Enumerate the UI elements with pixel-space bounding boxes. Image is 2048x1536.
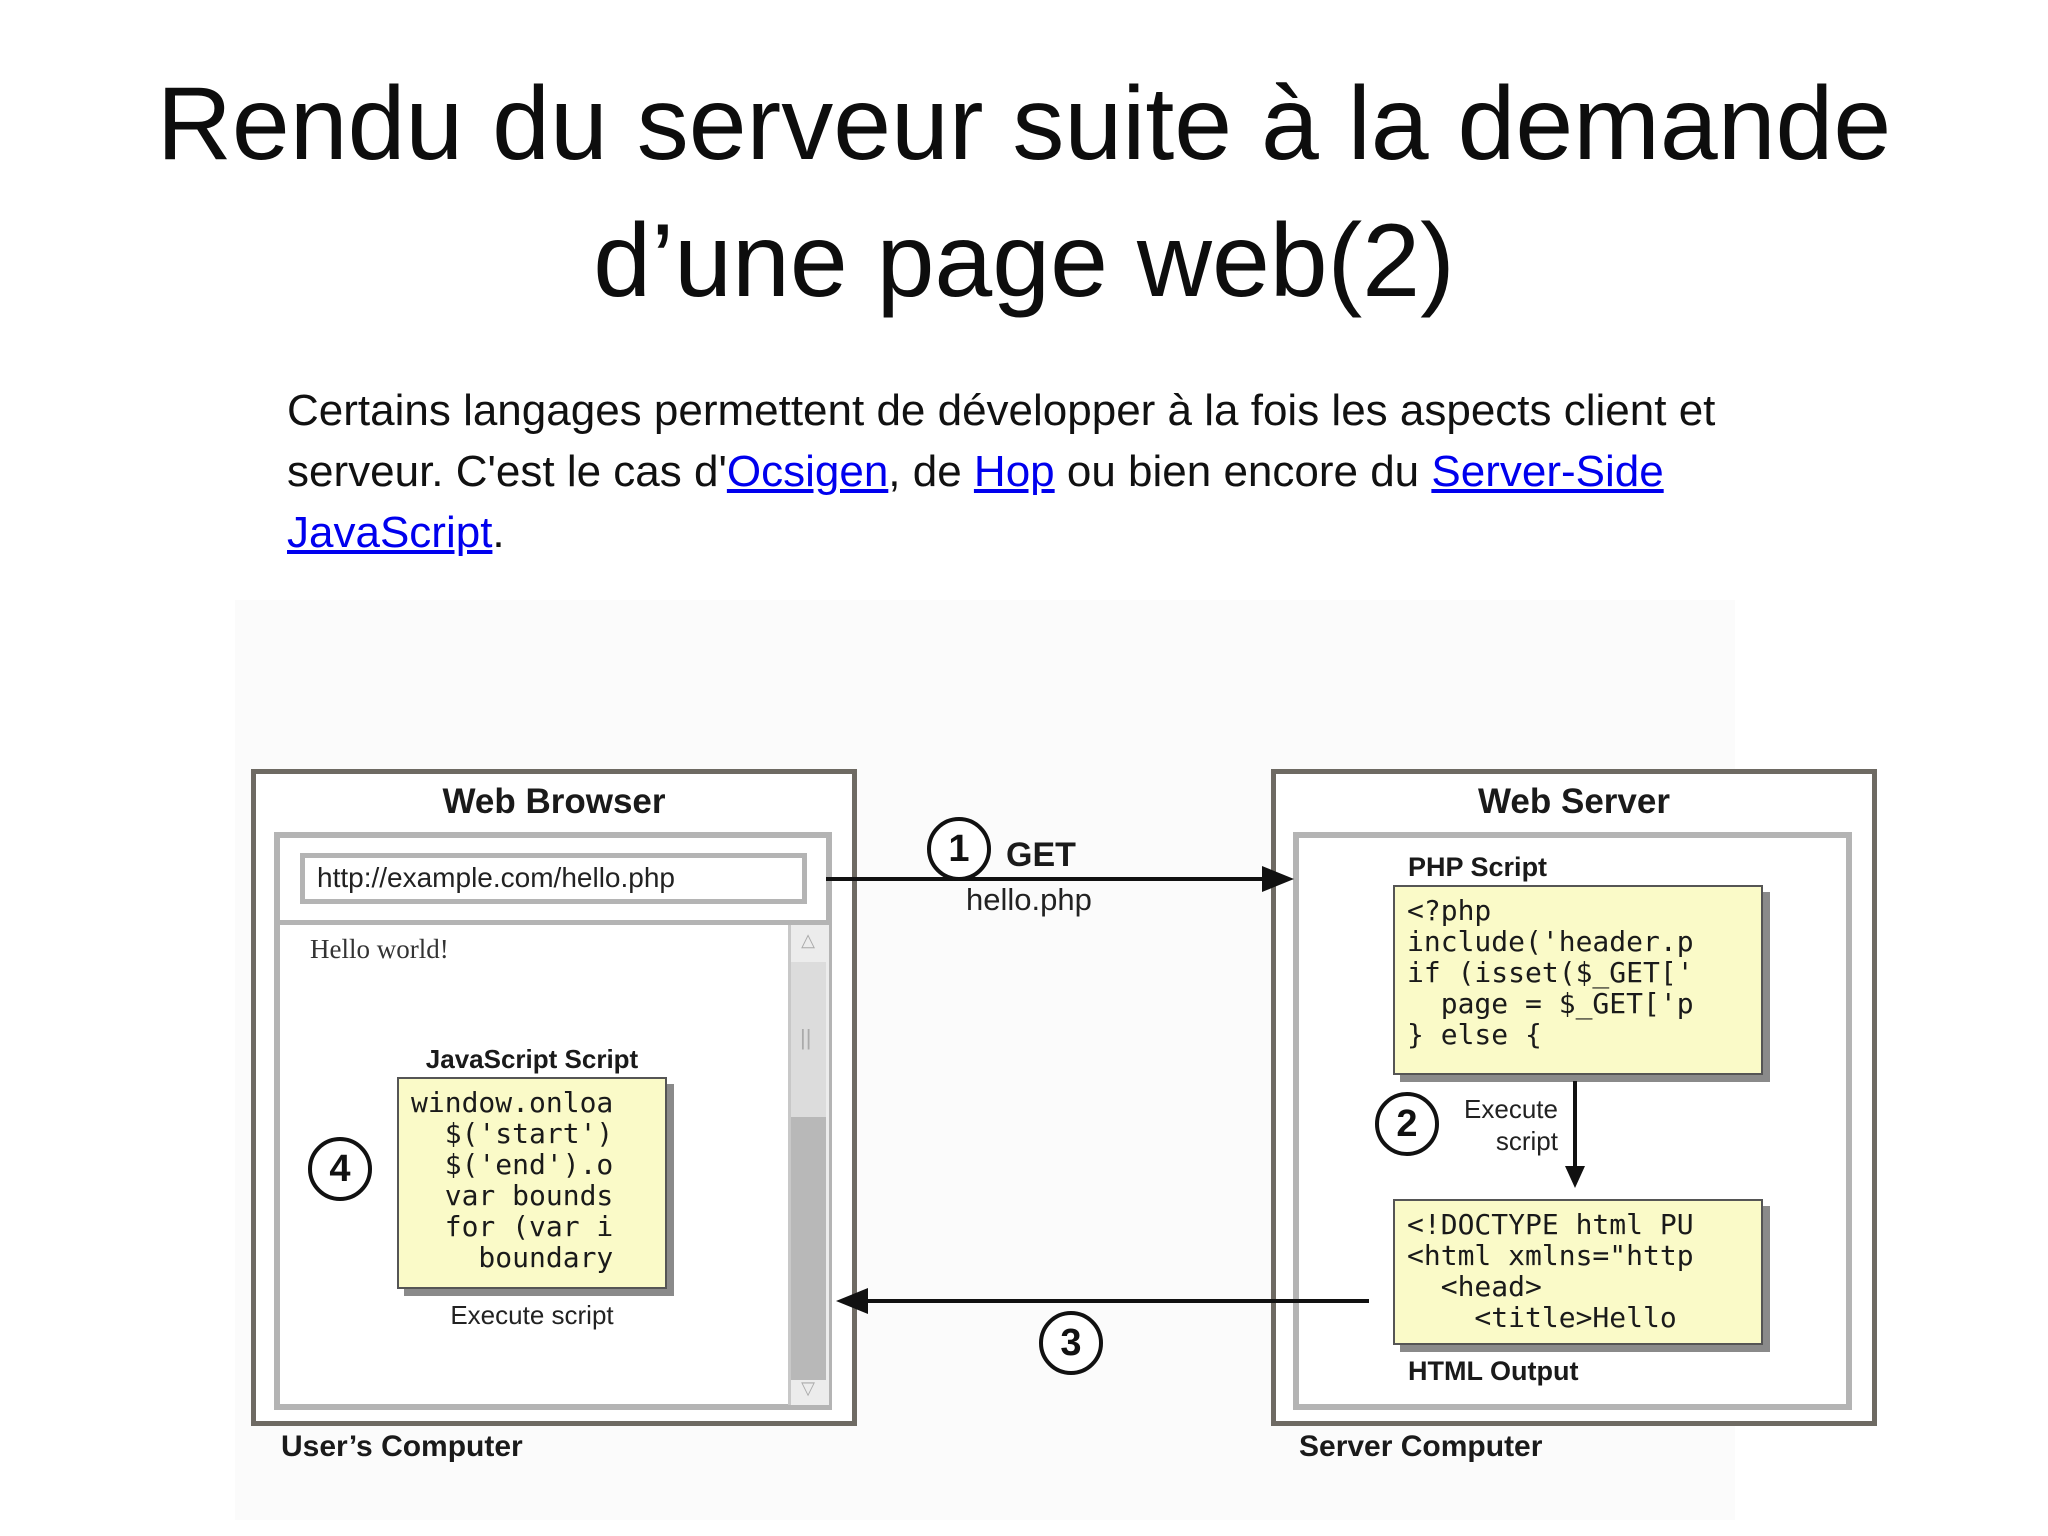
php-script-label: PHP Script [1408,852,1548,882]
grip-icon: || [800,1025,812,1050]
step-3-badge: 3 [1039,1311,1103,1375]
step-4-badge: 4 [308,1137,372,1201]
scrollbar-track[interactable] [791,1117,826,1380]
slide-title-line1: Rendu du serveur suite à la demande [156,66,1892,182]
address-bar[interactable]: http://example.com/hello.php [300,853,807,904]
body-text-part: Certains langages permettent de développ… [287,386,1716,496]
scrollbar-thumb[interactable] [791,962,826,1117]
users-computer-label: User’s Computer [281,1430,523,1463]
response-arrowhead-icon [836,1288,868,1314]
server-computer-label: Server Computer [1299,1430,1543,1463]
html-output-label: HTML Output [1408,1356,1579,1386]
execute-label-line1: Execute [1464,1094,1558,1124]
execute-script-label: Execute script [450,1300,614,1330]
html-output-box: <!DOCTYPE html PU <html xmlns="http <hea… [1393,1199,1763,1345]
body-text-part: ou bien encore du [1054,447,1432,496]
execute-arrowhead-icon [1565,1166,1585,1188]
request-file-label: hello.php [966,882,1092,917]
browser-divider [280,920,826,925]
link-hop[interactable]: Hop [973,447,1055,496]
execute-label-line2: script [1495,1126,1558,1156]
step-1-badge: 1 [927,817,991,881]
scroll-up-icon[interactable]: △ [801,930,815,950]
javascript-script-label: JavaScript Script [425,1044,639,1074]
step-2-badge: 2 [1375,1092,1439,1156]
body-text-part: . [492,508,505,557]
web-browser-title: Web Browser [442,782,666,821]
javascript-code-box: window.onloa $('start') $('end').o var b… [397,1077,667,1289]
get-method-label: GET [1006,836,1076,874]
php-code-box: <?php include('header.p if (isset($_GET[… [1393,885,1763,1075]
link-ocsigen[interactable]: Ocsigen [726,447,889,496]
scroll-down-icon[interactable]: ▽ [801,1378,815,1398]
body-text-part: , de [888,447,974,496]
page-content-text: Hello world! [310,934,449,964]
link-server-side-javascript[interactable]: Server-Side JavaScript [287,447,1664,557]
request-arrowhead-icon [1262,866,1294,892]
web-server-title: Web Server [1478,782,1670,821]
slide-body-text: Certains langages permettent de développ… [287,380,1847,563]
slide-title-line2: d’une page web(2) [593,203,1455,319]
